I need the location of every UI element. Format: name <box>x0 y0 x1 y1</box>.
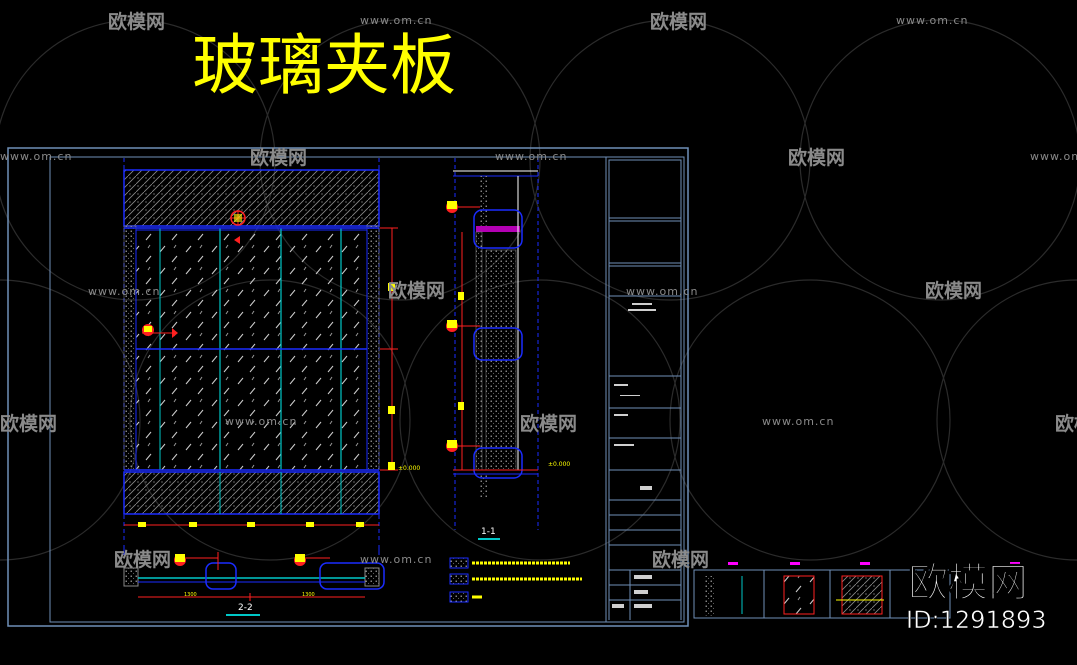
watermark-site: www.om.cn <box>1030 150 1077 163</box>
title-block <box>605 156 685 623</box>
watermark-site: www.om.cn <box>762 415 834 428</box>
sheet-outer-frame <box>7 147 689 627</box>
drawing-title: 玻璃夹板 <box>192 27 456 104</box>
watermark-site: www.om.cn <box>225 415 297 428</box>
watermark-brand: 欧模网 <box>250 146 307 169</box>
watermark-brand: 欧模网 <box>108 10 165 33</box>
badge-brand: 欧模网 <box>908 560 1028 606</box>
watermark-brand: 欧模网 <box>114 548 171 571</box>
badge-id: ID:1291893 <box>906 606 1047 634</box>
watermark-site: www.om.cn <box>360 14 432 27</box>
material-legend <box>449 557 582 603</box>
front-elevation <box>123 158 398 540</box>
watermark-brand: 欧模网 <box>925 279 982 302</box>
section-label-2-2: 2-2 <box>238 603 253 613</box>
watermark-site-texts: www.om.cn www.om.cn www.om.cn www.om.cn … <box>0 14 1077 566</box>
watermark-brand: 欧模网 <box>652 548 709 571</box>
section-level-label: ±0.000 <box>548 461 570 468</box>
detail-thumbnails <box>693 562 1020 619</box>
watermark-site: www.om.cn <box>495 150 567 163</box>
section-1-1 <box>446 158 539 540</box>
plan-dim-left: 1300 <box>184 592 197 598</box>
watermark-site: www.om.cn <box>0 150 72 163</box>
watermark-brand-texts: 欧模网 欧模网 欧模网 欧模网 欧模网 欧模网 欧模网 欧模网 欧模网 欧模网 … <box>0 10 1077 571</box>
watermark-brand: 欧模网 <box>520 412 577 435</box>
watermark-brand: 欧模网 <box>388 279 445 302</box>
elevation-level-label: ±0.000 <box>398 465 420 472</box>
watermark-site: www.om.cn <box>88 285 160 298</box>
plan-section-2-2 <box>123 545 385 616</box>
watermark-site: www.om.cn <box>896 14 968 27</box>
section-label-1-1: 1-1 <box>481 527 496 537</box>
watermark-site: www.om.cn <box>626 285 698 298</box>
watermark-brand: 欧模网 <box>650 10 707 33</box>
watermark-brand: 欧模网 <box>788 146 845 169</box>
title-block-text-strokes <box>612 303 656 608</box>
watermark-site: www.om.cn <box>360 553 432 566</box>
plan-dim-right: 1300 <box>302 592 315 598</box>
watermark-brand: 欧模网 <box>1055 412 1077 435</box>
watermark-brand: 欧模网 <box>0 412 57 435</box>
